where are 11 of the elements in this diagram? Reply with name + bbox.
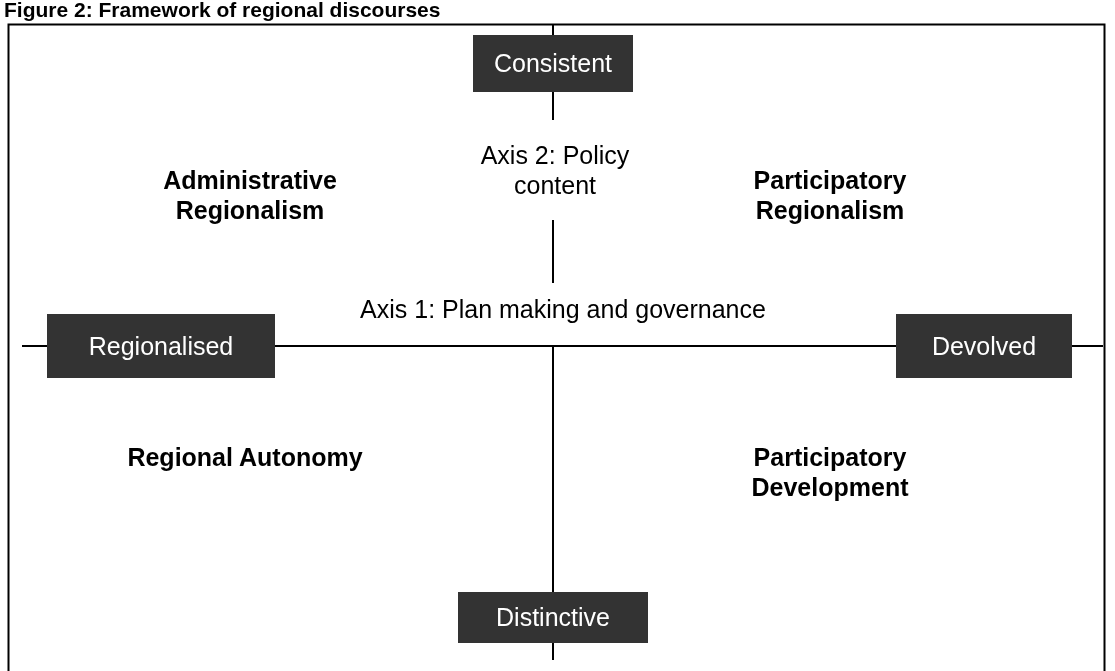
axis-label: Axis 1: Plan making and governance bbox=[359, 294, 767, 324]
axis-end-box: Regionalised bbox=[47, 314, 275, 378]
axis-end-box: Consistent bbox=[473, 35, 633, 92]
axis-label: Axis 2: Policy content bbox=[479, 140, 631, 200]
figure-title: Figure 2: Framework of regional discourses bbox=[4, 0, 441, 22]
quadrant-label: Participatory Development bbox=[750, 442, 910, 502]
quadrant-label: Participatory Regionalism bbox=[752, 165, 908, 225]
quadrant-label: Administrative Regionalism bbox=[162, 165, 338, 225]
quadrant-label: Regional Autonomy bbox=[126, 442, 364, 472]
axis-end-box: Devolved bbox=[896, 314, 1072, 378]
axis-end-box: Distinctive bbox=[458, 592, 648, 643]
